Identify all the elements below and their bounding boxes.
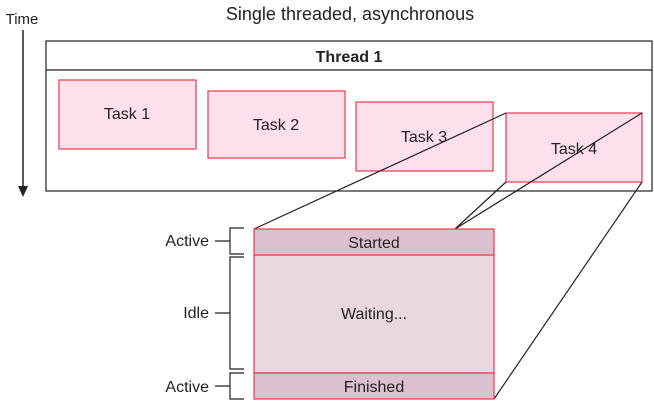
- time-axis-arrow-icon: [18, 186, 28, 197]
- bracket-idle: Idle: [183, 256, 244, 370]
- bracket-label: Idle: [183, 305, 209, 322]
- detail-waiting-area: [253, 254, 495, 374]
- bracket-active-top: Active: [165, 227, 244, 255]
- task-4: Task 4: [505, 112, 643, 183]
- task-label: Task 3: [401, 129, 447, 146]
- task-label: Task 1: [104, 106, 150, 123]
- bracket-label: Active: [165, 233, 209, 250]
- detail-finished-band: [253, 372, 495, 400]
- time-axis-label: Time: [6, 11, 39, 28]
- task-2: Task 2: [207, 90, 346, 159]
- task-1: Task 1: [58, 79, 197, 150]
- thread-label: Thread 1: [316, 49, 383, 66]
- diagram-title: Single threaded, asynchronous: [226, 4, 474, 24]
- bracket-label: Active: [165, 379, 209, 396]
- zoom-projection-lines: [253, 112, 643, 400]
- task-3: Task 3: [355, 101, 494, 172]
- detail-started-label: Started: [348, 235, 400, 252]
- task-label: Task 4: [551, 141, 597, 158]
- detail-finished-label: Finished: [344, 379, 404, 396]
- task-label: Task 2: [253, 117, 299, 134]
- detail-waiting-label: Waiting...: [341, 306, 407, 323]
- bracket-active-bottom: Active: [165, 372, 244, 400]
- task-detail-box: Started Waiting... Finished: [253, 228, 495, 400]
- detail-started-band: [253, 228, 495, 256]
